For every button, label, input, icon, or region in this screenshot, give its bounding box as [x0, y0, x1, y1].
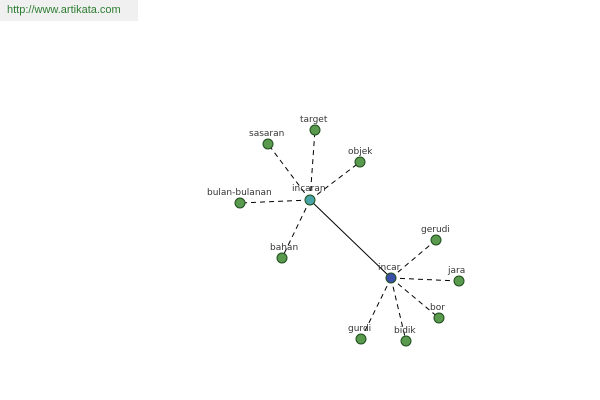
edges-layer [239, 129, 460, 342]
node-objek[interactable] [354, 156, 366, 168]
node-target[interactable] [309, 124, 321, 136]
node-gurdi[interactable] [355, 333, 367, 345]
edge-incaran-objek [309, 161, 361, 201]
node-incaran[interactable] [304, 194, 316, 206]
edge-incaran-bahan [281, 199, 311, 259]
site-url-banner[interactable]: http://www.artikata.com [0, 0, 138, 21]
node-gerudi[interactable] [430, 234, 442, 246]
edge-incar-gerudi [390, 239, 437, 279]
edge-incar-jara [390, 277, 460, 282]
node-label-gurdi[interactable]: gurdi [348, 324, 371, 334]
node-label-sasaran[interactable]: sasaran [249, 129, 284, 139]
edge-incaran-target [309, 129, 316, 201]
node-incar[interactable] [385, 272, 397, 284]
node-bulan-bulanan[interactable] [234, 197, 246, 209]
node-label-incaran[interactable]: incaran [292, 184, 326, 194]
node-label-gerudi[interactable]: gerudi [421, 225, 450, 235]
node-label-target[interactable]: target [300, 115, 328, 125]
node-sasaran[interactable] [262, 138, 274, 150]
edge-incar-bor [390, 277, 440, 319]
node-label-incar[interactable]: incar [378, 263, 401, 273]
edge-incar-gurdi [360, 277, 392, 340]
edge-incaran-bulan-bulanan [239, 199, 311, 204]
edge-incar-bidik [390, 277, 407, 342]
labels-layer: incaran incar target sasaran objek bulan-bula… [207, 115, 465, 336]
edge-incaran-sasaran [267, 143, 311, 201]
node-bahan[interactable] [276, 252, 288, 264]
node-label-bulan-bulanan[interactable]: bulan-bulanan [207, 188, 272, 198]
node-bidik[interactable] [400, 335, 412, 347]
node-label-bor[interactable]: bor [430, 303, 445, 313]
node-label-objek[interactable]: objek [348, 147, 373, 157]
nodes-layer [234, 124, 465, 347]
node-bor[interactable] [433, 312, 445, 324]
node-jara[interactable] [453, 275, 465, 287]
node-label-bidik[interactable]: bidik [394, 326, 416, 336]
node-label-bahan[interactable]: bahan [270, 243, 298, 253]
edge-incaran-incar [309, 199, 392, 279]
node-label-jara[interactable]: jara [447, 266, 465, 276]
